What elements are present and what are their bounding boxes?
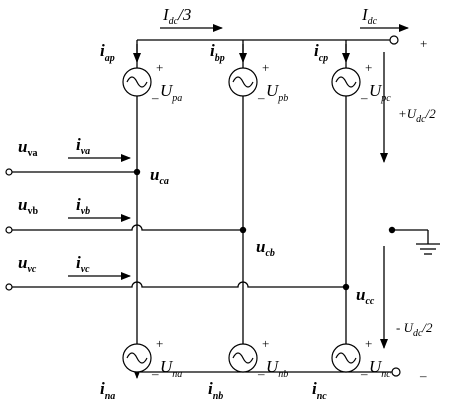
lower-voltage-label: - Udc/2 bbox=[396, 320, 433, 339]
input-wire-c bbox=[12, 281, 346, 288]
input-terminal-a bbox=[5, 168, 13, 176]
input-current-label-b: ivb bbox=[76, 195, 90, 217]
midpoint-dot bbox=[388, 226, 396, 234]
minus-sign-nc: – bbox=[360, 366, 368, 381]
node-dot-ca bbox=[133, 168, 141, 176]
source-lower-a bbox=[122, 343, 152, 373]
plus-sign-nb: + bbox=[262, 336, 269, 351]
minus-sign-pa: – bbox=[151, 90, 159, 105]
plus-sign-pc: + bbox=[365, 60, 372, 75]
dc-positive-terminal bbox=[389, 35, 399, 45]
current-label-bp: ibp bbox=[210, 41, 225, 64]
node-dot-cc bbox=[342, 283, 350, 291]
minus-sign-nb: – bbox=[257, 366, 265, 381]
current-label-cp: icp bbox=[314, 41, 328, 64]
plus-sign-pb: + bbox=[262, 60, 269, 75]
input-current-label-c: ivc bbox=[76, 253, 90, 275]
input-terminal-b bbox=[5, 226, 13, 234]
source-upper-c bbox=[331, 67, 361, 97]
input-terminal-c bbox=[5, 283, 13, 291]
dc-current-label: Idc bbox=[361, 5, 378, 27]
input-voltage-label-a: uva bbox=[18, 137, 37, 159]
node-dot-cb bbox=[239, 226, 247, 234]
dc-negative-terminal bbox=[391, 367, 401, 377]
current-label-nc: inc bbox=[312, 379, 327, 402]
source-upper-b bbox=[228, 67, 258, 97]
top-current-label: Idc/3 bbox=[162, 5, 191, 27]
minus-sign-pc: – bbox=[360, 90, 368, 105]
voltage-label-pb: Upb bbox=[266, 81, 288, 104]
node-label-ca: uca bbox=[150, 165, 169, 187]
node-label-cb: ucb bbox=[256, 237, 275, 259]
current-label-na: ina bbox=[100, 379, 115, 402]
plus-sign-nc: + bbox=[365, 336, 372, 351]
input-wire-b bbox=[12, 224, 243, 231]
plus-sign-na: + bbox=[156, 336, 163, 351]
voltage-label-nc: Unc bbox=[369, 357, 391, 380]
voltage-label-nb: Unb bbox=[266, 357, 288, 380]
current-label-ap: iap bbox=[100, 41, 115, 64]
upper-voltage-label: +Udc/2 bbox=[398, 106, 436, 125]
voltage-label-pa: Upa bbox=[160, 81, 182, 104]
dc-negative-sign: – bbox=[419, 368, 427, 383]
input-current-label-a: iva bbox=[76, 135, 90, 157]
plus-sign-pa: + bbox=[156, 60, 163, 75]
source-lower-b bbox=[228, 343, 258, 373]
voltage-label-pc: Upc bbox=[369, 81, 391, 104]
source-lower-c bbox=[331, 343, 361, 373]
input-voltage-label-b: uvb bbox=[18, 195, 38, 217]
current-label-nb: inb bbox=[208, 379, 223, 402]
dc-positive-sign: + bbox=[420, 36, 427, 51]
input-voltage-label-c: uvc bbox=[18, 253, 37, 275]
node-label-cc: ucc bbox=[356, 285, 375, 307]
voltage-label-na: Una bbox=[160, 357, 182, 380]
minus-sign-pb: – bbox=[257, 90, 265, 105]
minus-sign-na: – bbox=[151, 366, 159, 381]
source-upper-a bbox=[122, 67, 152, 97]
